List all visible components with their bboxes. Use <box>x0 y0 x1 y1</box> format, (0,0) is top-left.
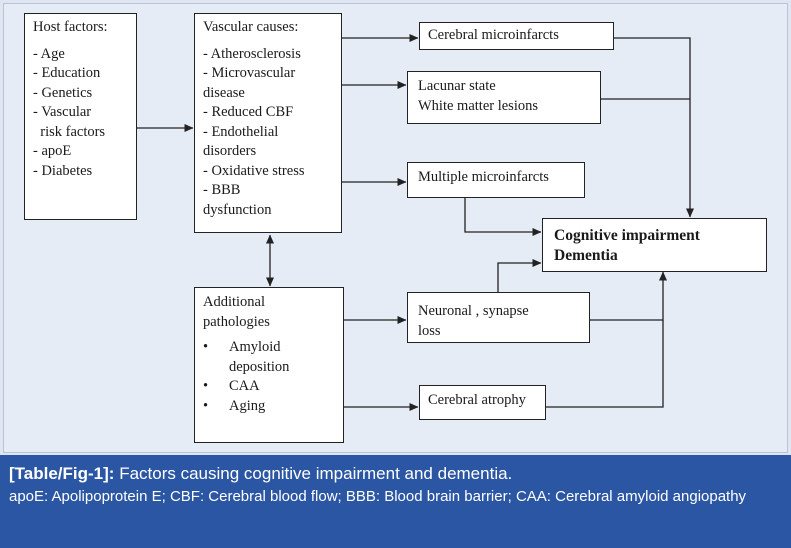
additional-bullet: • Amyloid deposition <box>203 338 343 377</box>
connector-multiple-to-result <box>464 198 542 236</box>
caption-title-line: [Table/Fig-1]: Factors causing cognitive… <box>9 462 781 486</box>
host-factors-box: Host factors: - Age - Education - Geneti… <box>24 13 137 220</box>
multiple-microinfarcts-label: Multiple microinfarcts <box>418 169 549 185</box>
neuronal-synapse-label: Neuronal , synapse <box>418 303 529 319</box>
lacunar-state-label: Lacunar state <box>418 78 496 94</box>
additional-bullet: • CAA <box>203 377 343 397</box>
host-item: - Education <box>33 65 101 81</box>
vascular-item: dysfunction <box>203 201 272 218</box>
lacunar-state-box: Lacunar state White matter lesions <box>407 71 601 124</box>
vascular-item: - Endothelial <box>203 123 279 140</box>
additional-bullet-text: deposition <box>229 358 290 375</box>
dementia-label: Dementia <box>554 246 618 264</box>
caption-label: [Table/Fig-1]: <box>9 464 115 483</box>
connector-neuronal-to-result <box>497 259 542 292</box>
vascular-causes-title: Vascular causes: <box>203 19 299 35</box>
host-item: - Age <box>33 45 65 62</box>
bullet-icon: • <box>203 378 209 394</box>
neuronal-loss-label: loss <box>418 322 441 339</box>
cerebral-microinfarcts-label: Cerebral microinfarcts <box>428 27 559 43</box>
host-item: - Vascular <box>33 104 92 120</box>
vascular-item: - BBB <box>203 182 241 198</box>
host-item: - Diabetes <box>33 162 93 179</box>
vascular-item: - Microvascular <box>203 65 296 81</box>
cerebral-atrophy-label: Cerebral atrophy <box>428 392 526 408</box>
host-factors-title: Host factors: <box>33 19 108 35</box>
neuronal-synapse-loss-box: Neuronal , synapse loss <box>407 292 590 343</box>
additional-pathologies-box: Additional pathologies • Amyloid deposit… <box>194 287 344 443</box>
caption-text: Factors causing cognitive impairment and… <box>119 464 513 483</box>
additional-bullet-text: Aging <box>229 397 266 414</box>
figure-caption: [Table/Fig-1]: Factors causing cognitive… <box>0 455 791 548</box>
vascular-item: - Reduced CBF <box>203 104 294 120</box>
additional-title-line1: Additional <box>203 294 266 310</box>
connector-neuronal-right-to-result <box>590 271 667 321</box>
host-item: risk factors <box>33 123 106 140</box>
vascular-item: - Oxidative stress <box>203 162 305 179</box>
vascular-item: - Atherosclerosis <box>203 45 301 62</box>
bullet-icon: • <box>203 397 209 414</box>
vascular-item: disorders <box>203 143 257 159</box>
bullet-icon: • <box>203 339 209 355</box>
cerebral-microinfarcts-box: Cerebral microinfarcts <box>419 22 614 50</box>
additional-bullet-text: Amyloid <box>229 339 281 355</box>
cognitive-impairment-box: Cognitive impairment Dementia <box>542 218 767 272</box>
cognitive-impairment-label: Cognitive impairment <box>554 227 700 244</box>
caption-note: apoE: Apolipoprotein E; CBF: Cerebral bl… <box>9 488 747 505</box>
vascular-causes-box: Vascular causes: - Atherosclerosis - Mic… <box>194 13 342 233</box>
host-item: - Genetics <box>33 84 93 101</box>
white-matter-lesions-label: White matter lesions <box>418 97 538 114</box>
additional-bullet: • Aging <box>203 397 343 417</box>
additional-title-line2: pathologies <box>203 313 270 330</box>
multiple-microinfarcts-box: Multiple microinfarcts <box>407 162 585 198</box>
additional-bullet-text: CAA <box>229 378 260 394</box>
connector-cerebral-microinfarcts-to-result <box>614 37 694 218</box>
host-item: - apoE <box>33 143 72 159</box>
cerebral-atrophy-box: Cerebral atrophy <box>419 385 546 420</box>
vascular-item: disease <box>203 84 245 101</box>
connector-atrophy-to-result <box>546 320 664 408</box>
